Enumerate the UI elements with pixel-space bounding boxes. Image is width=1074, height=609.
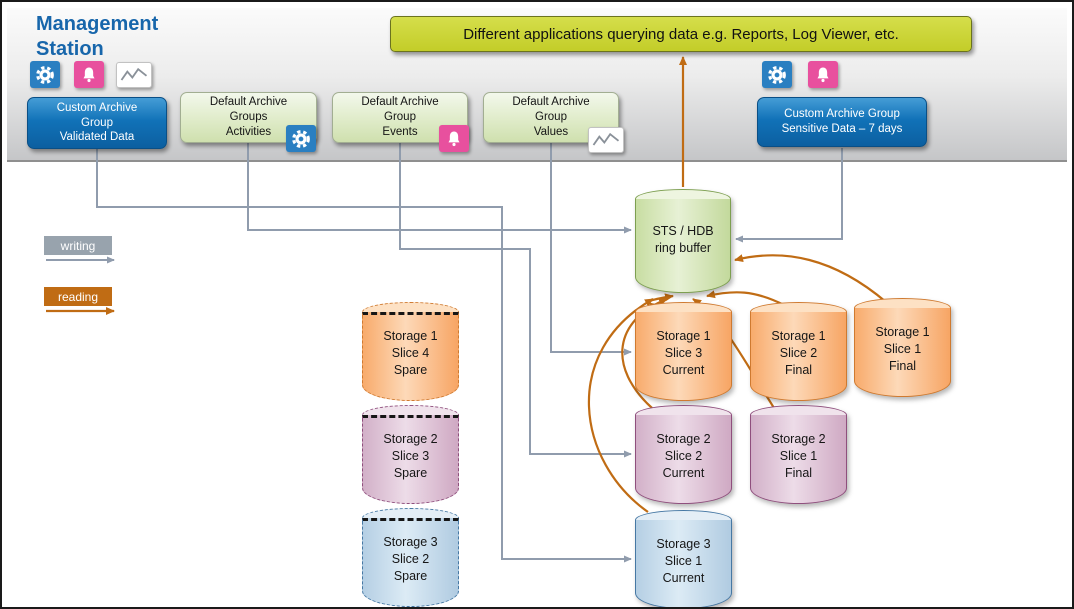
legend-reading-label: reading <box>57 289 99 304</box>
cylinder-label: Storage 2 Slice 2 Current <box>635 431 732 482</box>
archive-group-label-line: Default Archive <box>209 96 288 109</box>
cylinder-storage2-slice2-current: Storage 2 Slice 2 Current <box>635 405 732 504</box>
cylinder-label: Storage 1 Slice 1 Final <box>854 324 951 375</box>
page-title-line: Management <box>36 13 159 35</box>
cylinder-label-line: Storage 1 <box>875 325 930 339</box>
cylinder-label-line: Slice 1 <box>664 553 703 568</box>
cylinder-body <box>635 520 732 607</box>
cylinder-label-line: Storage 2 <box>383 432 438 446</box>
cylinder-label: Storage 3 Slice 1 Current <box>635 536 732 587</box>
archive-group-label-line: Custom Archive Group <box>784 108 900 121</box>
cylinder-label-line: Spare <box>393 568 428 583</box>
bell-icon <box>74 61 104 88</box>
cylinder-body <box>854 308 951 397</box>
gear-icon <box>286 125 316 152</box>
archive-group-label-line: Group <box>535 111 567 124</box>
cylinder-storage1-slice2-final: Storage 1 Slice 2 Final <box>750 302 847 401</box>
applications-box: Different applications querying data e.g… <box>390 16 972 52</box>
archive-group-sensitive-data: Custom Archive Group Sensitive Data – 7 … <box>757 97 927 147</box>
gear-icon <box>762 61 792 88</box>
cylinder-label-line: Storage 3 <box>383 535 438 549</box>
legend-writing: writing <box>44 236 112 255</box>
cylinder-storage3-slice2-spare: Storage 3 Slice 2 Spare <box>362 508 459 607</box>
cylinder-storage3-slice1-current: Storage 3 Slice 1 Current <box>635 510 732 607</box>
cylinder-label-line: ring buffer <box>654 240 712 255</box>
archive-group-label-line: Sensitive Data – 7 days <box>781 123 903 135</box>
cylinder-label-line: Current <box>662 362 705 377</box>
archive-group-label-line: Default Archive <box>361 96 439 109</box>
cylinder-label-line: Slice 2 <box>779 345 818 360</box>
cylinder-storage2-slice1-final: Storage 2 Slice 1 Final <box>750 405 847 504</box>
cylinder-label: Storage 2 Slice 1 Final <box>750 431 847 482</box>
cylinder-label-line: Slice 4 <box>391 345 430 360</box>
archive-group-label-line: Values <box>533 125 569 138</box>
cylinder-body <box>750 415 847 504</box>
archive-group-label-line: Activities <box>225 125 272 138</box>
cylinder-label-line: Storage 3 <box>656 537 711 551</box>
cylinder-label-line: Slice 2 <box>664 448 703 463</box>
archive-group-label-line: Default Archive <box>512 96 590 109</box>
cylinder-storage2-slice3-spare: Storage 2 Slice 3 Spare <box>362 405 459 504</box>
cylinder-label-line: Slice 3 <box>391 448 430 463</box>
cylinder-label-line: Spare <box>393 362 428 377</box>
cylinder-storage1-slice3-current: Storage 1 Slice 3 Current <box>635 302 732 401</box>
archive-group-label-line: Group <box>384 111 416 124</box>
cylinder-label-line: Current <box>662 465 705 480</box>
cylinder-storage1-slice1-final: Storage 1 Slice 1 Final <box>854 298 951 397</box>
page-title: Management Station <box>36 12 158 62</box>
bell-icon <box>808 61 838 88</box>
cylinder-label-line: Final <box>784 362 813 377</box>
cylinder-ring-buffer: STS / HDB ring buffer <box>635 189 731 293</box>
cylinder-label-line: Final <box>888 358 917 373</box>
cylinder-label-line: STS / HDB <box>652 224 714 238</box>
cylinder-label-line: Final <box>784 465 813 480</box>
cylinder-label: STS / HDB ring buffer <box>635 223 731 257</box>
cylinder-label-line: Spare <box>393 465 428 480</box>
archive-group-label-line: Validated Data <box>59 131 135 144</box>
legend-reading: reading <box>44 287 112 306</box>
cylinder-storage1-slice4-spare: Storage 1 Slice 4 Spare <box>362 302 459 401</box>
cylinder-label-line: Slice 1 <box>883 341 922 356</box>
cylinder-label: Storage 3 Slice 2 Spare <box>362 534 459 585</box>
cylinder-label-line: Slice 2 <box>391 551 430 566</box>
page-title-line: Station <box>36 38 104 60</box>
cylinder-label-line: Current <box>662 570 705 585</box>
cylinder-body <box>635 199 731 293</box>
cylinder-label-line: Storage 1 <box>383 329 438 343</box>
cylinder-label-line: Storage 1 <box>656 329 711 343</box>
archive-group-label-line: Groups <box>229 111 268 124</box>
bell-icon <box>439 125 469 152</box>
cylinder-label-line: Slice 3 <box>664 345 703 360</box>
archive-group-label-line: Custom Archive <box>56 101 138 114</box>
cylinder-label: Storage 2 Slice 3 Spare <box>362 431 459 482</box>
archive-group-validated-data: Custom Archive Group Validated Data <box>27 97 167 149</box>
cylinder-label-line: Storage 1 <box>771 329 826 343</box>
archive-group-label-line: Group <box>81 116 113 129</box>
cylinder-label-line: Storage 2 <box>771 432 826 446</box>
gear-icon <box>30 61 60 88</box>
archive-group-label-line: Events <box>382 125 418 138</box>
trend-icon <box>116 62 152 88</box>
legend-writing-label: writing <box>60 238 96 253</box>
applications-box-label: Different applications querying data e.g… <box>463 25 899 43</box>
cylinder-label: Storage 1 Slice 3 Current <box>635 328 732 379</box>
cylinder-label-line: Slice 1 <box>779 448 818 463</box>
trend-icon <box>588 127 624 153</box>
cylinder-label: Storage 1 Slice 4 Spare <box>362 328 459 379</box>
cylinder-label: Storage 1 Slice 2 Final <box>750 328 847 379</box>
cylinder-label-line: Storage 2 <box>656 432 711 446</box>
